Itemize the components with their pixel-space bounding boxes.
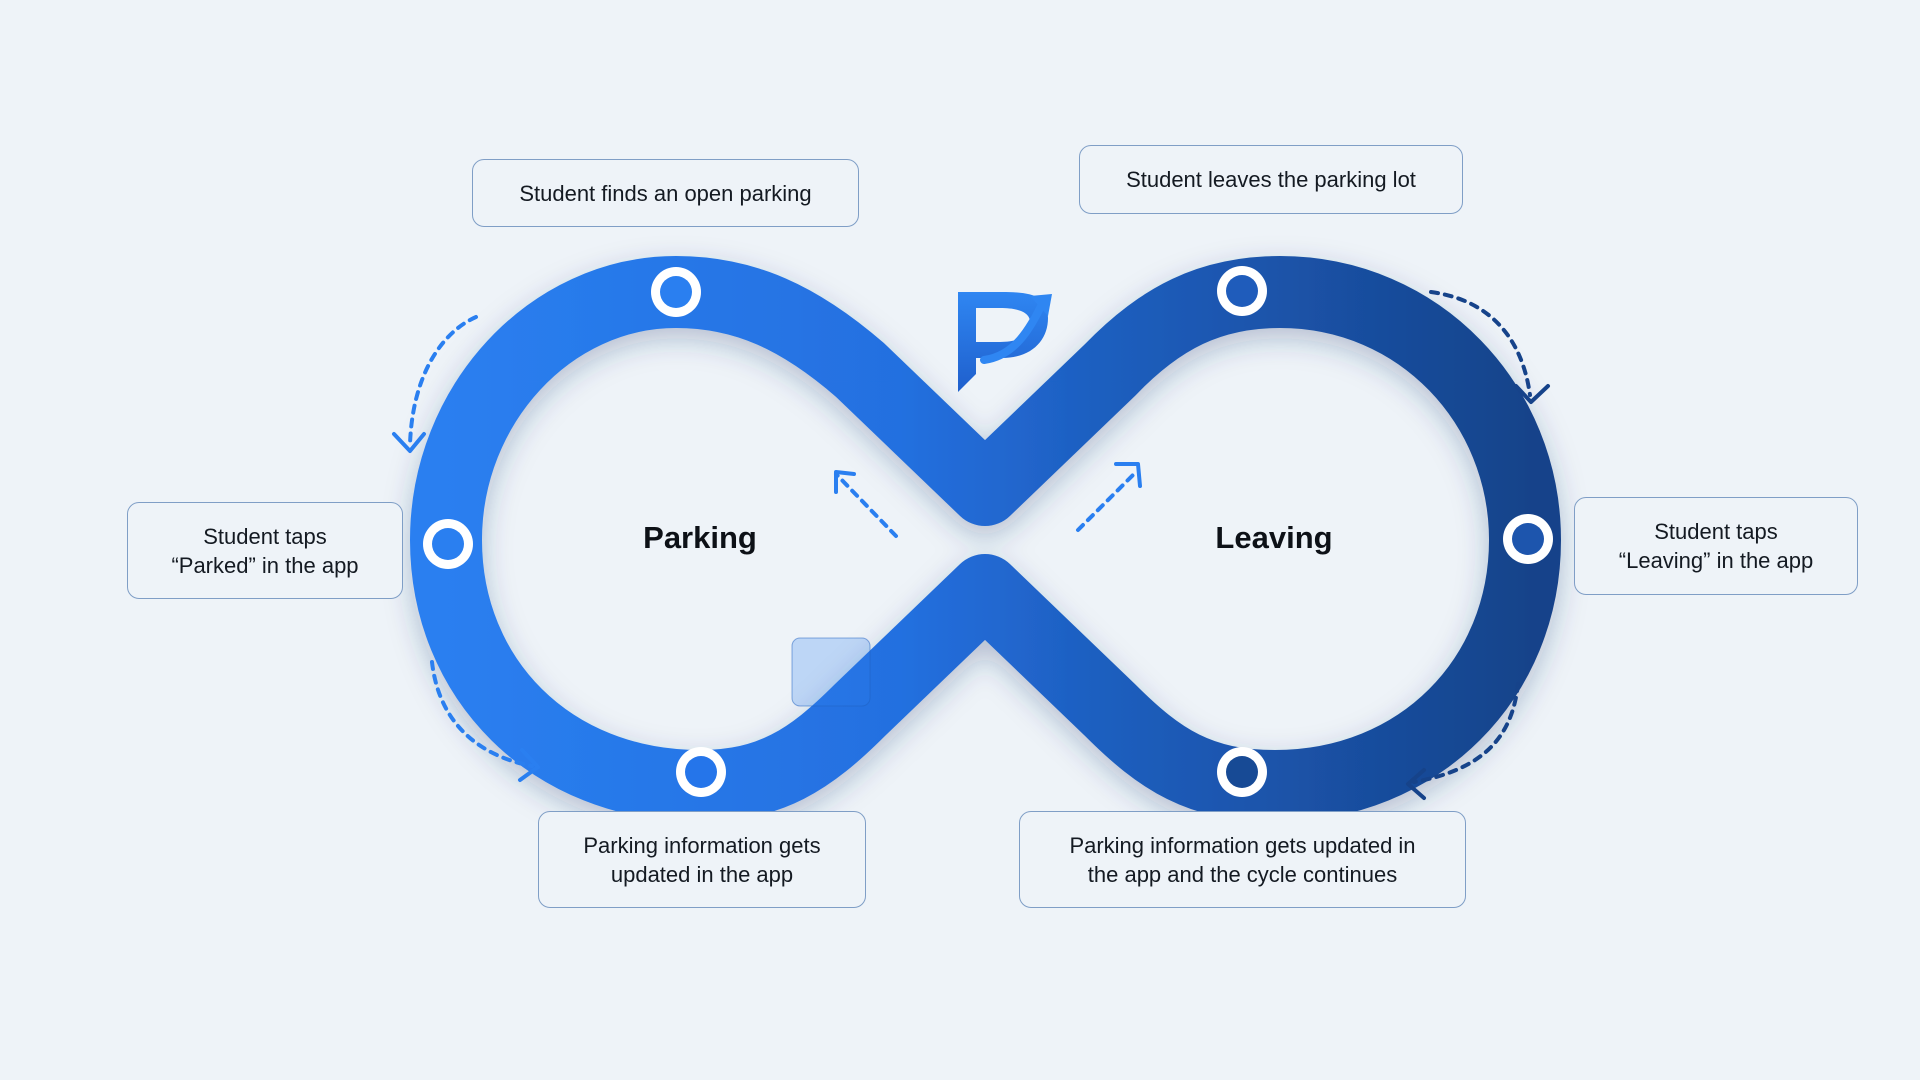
flow-arrow-top-right-icon — [1429, 290, 1532, 397]
step-info-updated-line1: Parking information gets — [583, 832, 821, 858]
node-info-updated — [676, 747, 726, 797]
leaving-loop-label: Leaving — [1215, 520, 1333, 555]
parking-loop-label: Parking — [643, 520, 757, 555]
step-taps-parked: Student taps “Parked” in the app — [127, 502, 403, 599]
flow-arrow-bottom-left-icon — [430, 660, 534, 768]
node-taps-leaving — [1503, 514, 1553, 564]
step-info-updated-line2: updated in the app — [610, 861, 794, 887]
flow-arrow-center-left-icon — [834, 472, 898, 538]
flow-arrow-center-right-icon — [1076, 472, 1136, 532]
band-highlight — [791, 637, 871, 707]
step-taps-leaving-line2: “Leaving” in the app — [1618, 548, 1814, 573]
step-taps-leaving-line1: Student taps — [1654, 519, 1778, 544]
step-cycle-continues-line2: the app and the cycle continues — [1087, 861, 1398, 887]
infinity-band — [410, 256, 1561, 822]
flow-arrow-top-left-icon — [408, 315, 478, 447]
step-taps-parked-line2: “Parked” in the app — [171, 552, 359, 578]
step-cycle-continues-line1: Parking information gets updated in — [1069, 832, 1416, 858]
node-cycle-continues — [1217, 747, 1267, 797]
step-info-updated: Parking information gets updated in the … — [538, 811, 866, 908]
p-with-arrow-icon — [958, 292, 1052, 392]
node-leaves-lot — [1217, 266, 1267, 316]
flow-arrow-bottom-right-icon — [1412, 682, 1520, 784]
node-taps-parked — [423, 519, 473, 569]
step-finds-parking: Student finds an open parking — [472, 159, 859, 227]
step-leaves-lot-text: Student leaves the parking lot — [1126, 167, 1416, 192]
step-cycle-continues: Parking information gets updated in the … — [1019, 811, 1466, 908]
step-taps-leaving: Student taps “Leaving” in the app — [1574, 497, 1858, 595]
step-finds-parking-text: Student finds an open parking — [519, 180, 812, 206]
step-leaves-lot: Student leaves the parking lot — [1079, 145, 1463, 214]
node-finds-parking — [651, 267, 701, 317]
step-taps-parked-line1: Student taps — [203, 523, 327, 549]
